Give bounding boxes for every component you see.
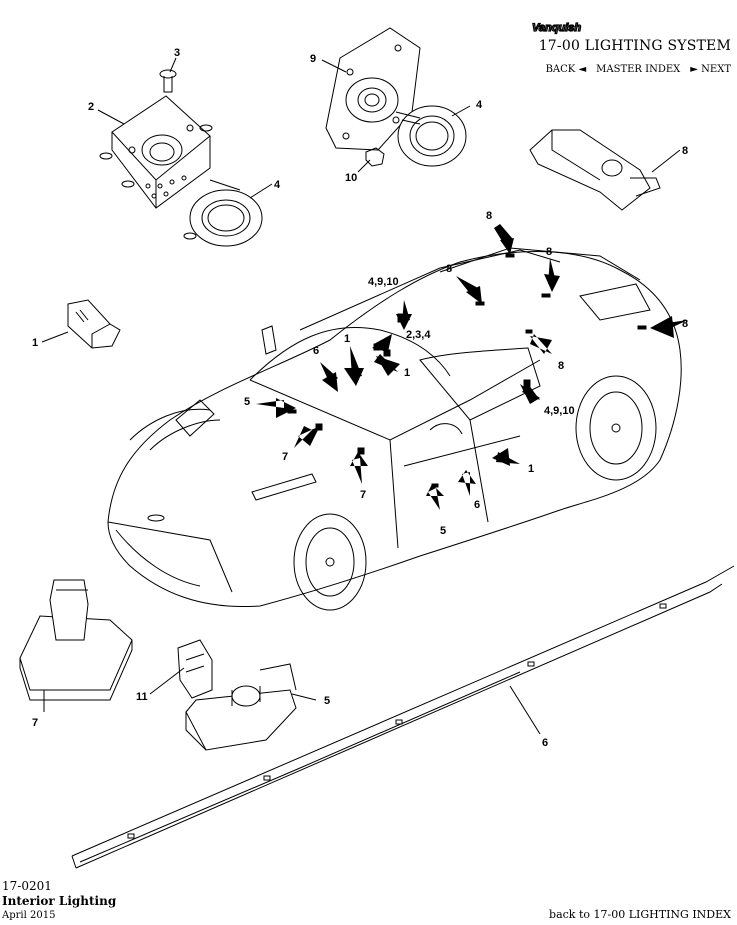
- nav-bar: BACK ◄ MASTER INDEX ► NEXT: [546, 64, 731, 75]
- callout-6-strip: 6: [542, 737, 548, 749]
- part-courtesy-lamp-module[interactable]: [99, 95, 213, 209]
- callout-6-door: 6: [474, 499, 480, 511]
- page-date: April 2015: [2, 910, 56, 921]
- callout-10: 10: [345, 172, 357, 184]
- callout-5-lamp: 5: [324, 695, 330, 707]
- callout-labels: 3 2 4 9 4 10 8 8 8 8 8 8 4,9,10 2,3,4 1 …: [32, 47, 688, 749]
- callout-4-right: 4: [476, 99, 483, 111]
- callout-5-sill: 5: [244, 396, 250, 408]
- page-code: 17-0201: [2, 879, 52, 893]
- callout-4-9-10-door: 4,9,10: [544, 405, 575, 417]
- callout-1-connector: 1: [32, 337, 38, 349]
- leader-lines: [41, 57, 681, 735]
- part-led-strip[interactable]: [71, 565, 735, 869]
- callout-1-door: 1: [528, 463, 534, 475]
- part-nut[interactable]: [365, 147, 385, 167]
- part-footwell-lamp[interactable]: [185, 663, 297, 751]
- next-link[interactable]: ► NEXT: [690, 64, 731, 75]
- callout-2-3-4: 2,3,4: [406, 329, 431, 341]
- callout-8-door: 8: [558, 360, 564, 372]
- part-rectangular-lamp[interactable]: [19, 579, 133, 701]
- callout-11: 11: [136, 691, 148, 703]
- part-switch-panel[interactable]: [325, 27, 421, 151]
- callout-8-holder: 8: [682, 145, 688, 157]
- part-clip[interactable]: [177, 639, 213, 699]
- callout-9: 9: [310, 53, 316, 65]
- callout-7-lamp: 7: [32, 717, 38, 729]
- part-bulb-connector[interactable]: [67, 299, 121, 349]
- pointer-arrows: [256, 224, 688, 510]
- part-bezel-ring-right[interactable]: [395, 105, 467, 167]
- back-link[interactable]: BACK ◄: [545, 64, 587, 75]
- callout-4-9-10-top: 4,9,10: [368, 276, 399, 288]
- part-screw[interactable]: [159, 69, 177, 93]
- callout-3: 3: [174, 47, 180, 59]
- logo-text: Vanquish: [532, 22, 581, 34]
- page-title: Interior Lighting: [2, 894, 117, 908]
- callout-4-left: 4: [274, 179, 281, 191]
- callout-8-roof-c: 8: [446, 263, 452, 275]
- callout-6-cabin: 6: [313, 345, 319, 357]
- callout-2: 2: [88, 101, 94, 113]
- callout-8-rear: 8: [682, 318, 688, 330]
- master-index-link[interactable]: MASTER INDEX: [596, 64, 681, 75]
- part-lamp-holder[interactable]: [529, 129, 661, 211]
- callout-8-roof-a: 8: [486, 210, 492, 222]
- callout-5-door: 5: [440, 525, 446, 537]
- callout-1-roof: 1: [404, 367, 410, 379]
- section-title: 17-00 LIGHTING SYSTEM: [538, 38, 731, 54]
- car-outline: [107, 247, 682, 611]
- callout-1-cabin: 1: [344, 333, 350, 345]
- part-bezel-ring-left[interactable]: [183, 179, 263, 247]
- vanquish-logo: Vanquish: [531, 21, 582, 34]
- callout-7-door: 7: [360, 489, 366, 501]
- back-to-index-link[interactable]: back to 17-00 LIGHTING INDEX: [549, 908, 731, 921]
- callout-8-roof-b: 8: [546, 246, 552, 258]
- callout-7-sill: 7: [282, 451, 288, 463]
